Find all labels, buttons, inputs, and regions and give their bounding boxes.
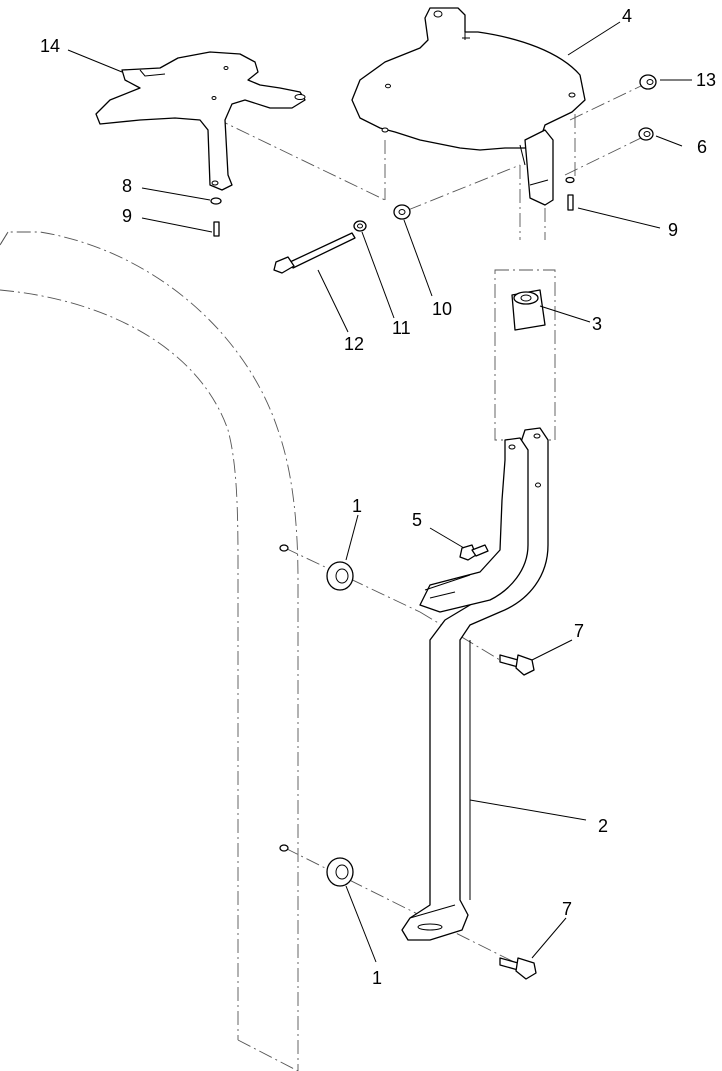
part-1-roller-top [279, 544, 354, 591]
callout-8: 8 [122, 176, 132, 196]
leader-lines [67, 21, 692, 963]
callout-2: 2 [598, 816, 608, 836]
callout-9-left: 9 [122, 206, 132, 226]
part-9-screw-right [565, 176, 575, 211]
callout-1-top: 1 [352, 496, 362, 516]
part-12-long-bolt [273, 232, 356, 274]
part-11-washer [353, 220, 367, 232]
part-5-bolt [459, 544, 489, 561]
part-9-screw-left [213, 221, 220, 237]
callout-6: 6 [697, 137, 707, 157]
part-3-spacer-bushing [494, 269, 556, 441]
callout-12: 12 [344, 334, 364, 354]
callout-3: 3 [592, 314, 602, 334]
callout-5: 5 [412, 510, 422, 530]
part-8-washer [210, 197, 222, 205]
part-6-nut [638, 127, 654, 141]
part-10-washer [393, 204, 411, 220]
callout-14: 14 [40, 36, 60, 56]
part-1-roller-bottom [279, 844, 354, 887]
assembly-centerlines [214, 84, 644, 966]
callout-13: 13 [696, 70, 716, 90]
callout-7-bottom: 7 [562, 899, 572, 919]
part-7-bolt-bottom [499, 957, 537, 980]
callout-1-bottom: 1 [372, 968, 382, 988]
part-7-bolt-top [499, 654, 535, 676]
callout-10: 10 [432, 299, 452, 319]
part-2-arm [401, 427, 549, 941]
callout-4: 4 [622, 6, 632, 26]
callout-labels: 4 14 13 6 8 9 9 10 11 12 3 5 1 7 2 7 1 [40, 6, 716, 988]
part-13-nut [639, 74, 657, 90]
callout-7-top: 7 [574, 621, 584, 641]
part-4-top-plate [351, 7, 586, 206]
callout-11: 11 [392, 318, 411, 338]
callout-9-right: 9 [668, 220, 678, 240]
phantom-frame [0, 231, 299, 1071]
part-14-bracket-plate [95, 51, 306, 191]
